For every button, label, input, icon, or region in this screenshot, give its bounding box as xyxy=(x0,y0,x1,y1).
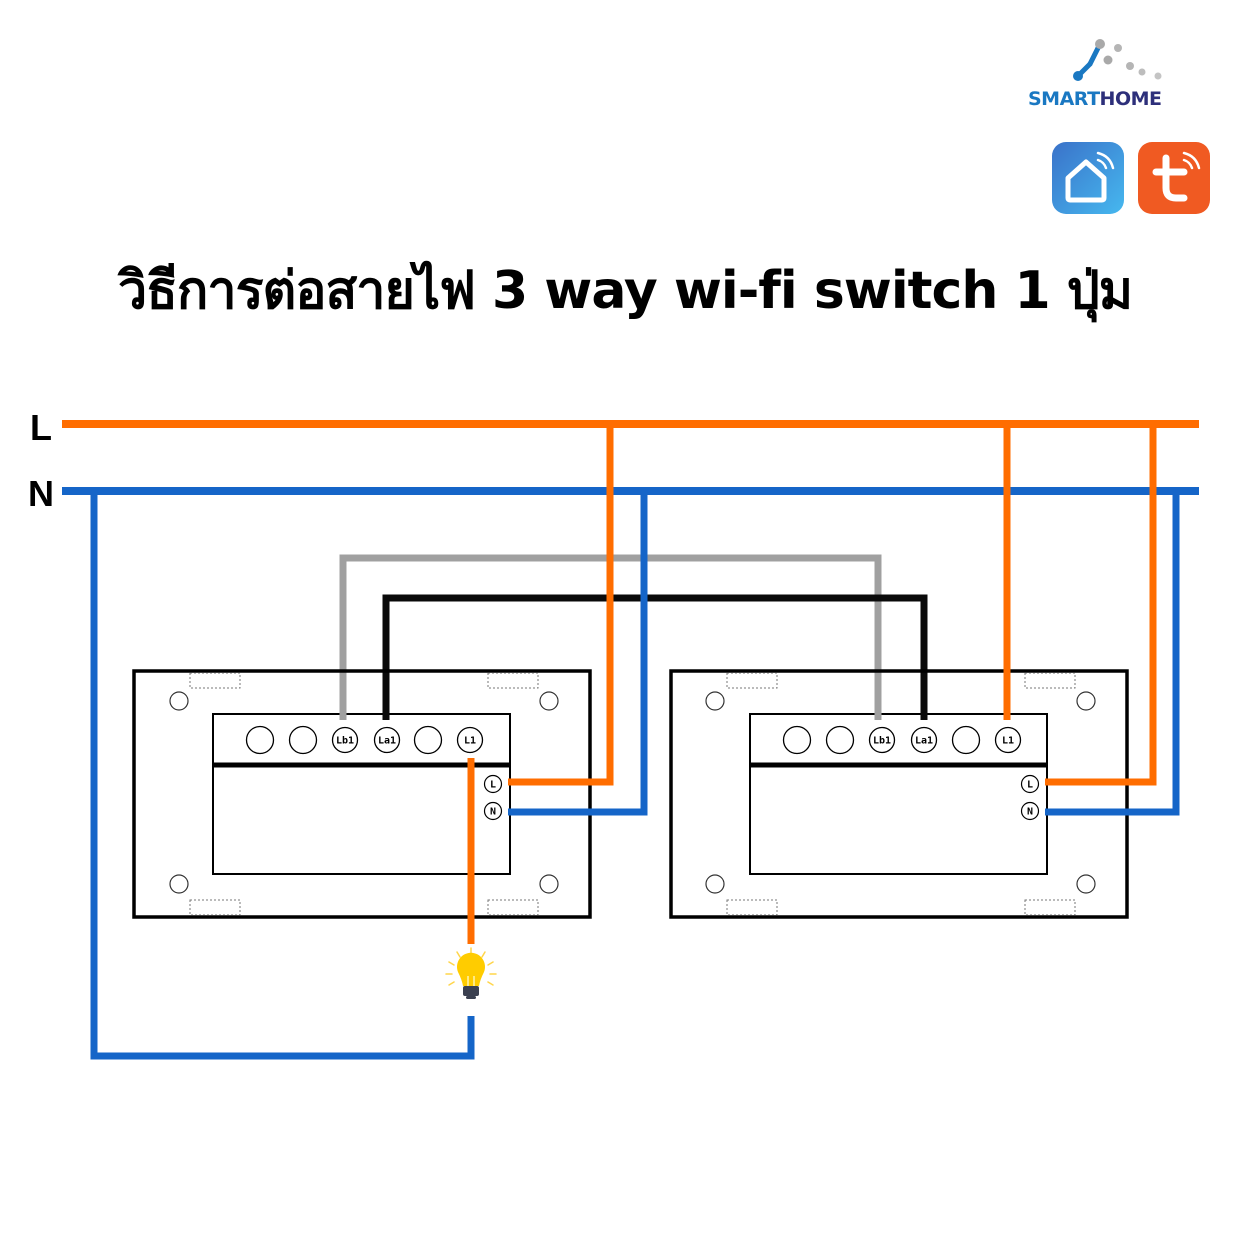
switch-2-neutral-feed xyxy=(1045,491,1180,816)
traveler-wire-la1 xyxy=(382,594,928,720)
brand-name: SMARTHOME xyxy=(1028,88,1208,110)
switch-2 xyxy=(669,669,1129,919)
switch-1-terminal-la1 xyxy=(373,726,401,754)
light-bulb-icon xyxy=(445,947,497,999)
switch-1-terminal-label: N xyxy=(490,807,496,818)
switch-2-terminal-label: La1 xyxy=(915,736,933,747)
screw-hole-icon xyxy=(705,691,725,711)
switch-1 xyxy=(132,669,592,919)
switch-2-terminal-label: Lb1 xyxy=(873,736,891,747)
smart-life-app-icon xyxy=(1052,142,1124,214)
switch-1-terminal-n xyxy=(483,801,503,821)
switch-1-live-feed xyxy=(508,424,614,786)
switch-1-neutral-feed xyxy=(508,491,648,816)
tuya-app-icon xyxy=(1138,142,1210,214)
screw-hole-icon xyxy=(539,691,559,711)
live-line-label: L xyxy=(30,407,52,448)
switch-1-terminal-label: Lb1 xyxy=(336,736,354,747)
screw-hole-icon xyxy=(1076,691,1096,711)
switch-2-terminal-n xyxy=(1020,801,1040,821)
switch-2-terminal-empty xyxy=(825,725,855,755)
switch-1-terminal-l1 xyxy=(456,726,484,754)
switch-2-terminal-l1 xyxy=(994,726,1022,754)
brand-home: HOME xyxy=(1099,88,1162,110)
page-title: วิธีการต่อสายไฟ 3 way wi-fi switch 1 ปุ่… xyxy=(117,261,1133,321)
switch-2-terminal-label: N xyxy=(1027,807,1033,818)
screw-hole-icon xyxy=(539,874,559,894)
switch-1-terminal-label: La1 xyxy=(378,736,396,747)
switch-1-terminal-lb1 xyxy=(331,726,359,754)
switch-1-terminal-empty xyxy=(413,725,443,755)
switch-2-terminal-label: L1 xyxy=(1002,736,1014,747)
switch-1-backplate xyxy=(132,669,592,919)
switch-2-terminal-lb1 xyxy=(868,726,896,754)
switch-1-terminal-label: L xyxy=(490,780,496,791)
switch-2-live-feed xyxy=(1045,424,1157,786)
screw-hole-icon xyxy=(169,691,189,711)
screw-hole-icon xyxy=(169,874,189,894)
switch-2-terminal-empty xyxy=(782,725,812,755)
switch-2-terminal-l xyxy=(1020,774,1040,794)
brand-smart: SMART xyxy=(1028,88,1100,110)
neutral-line-label: N xyxy=(28,473,54,514)
switch-2-backplate xyxy=(669,669,1129,919)
neutral-return-to-lamp xyxy=(90,491,475,1060)
screw-hole-icon xyxy=(705,874,725,894)
switch-1-terminal-empty xyxy=(245,725,275,755)
switch-2-terminal-empty xyxy=(951,725,981,755)
switch-2-terminal-la1 xyxy=(910,726,938,754)
switch-1-terminal-l xyxy=(483,774,503,794)
screw-hole-icon xyxy=(1076,874,1096,894)
switch-1-terminal-empty xyxy=(288,725,318,755)
switch-2-terminal-label: L xyxy=(1027,780,1033,791)
switch-1-terminal-label: L1 xyxy=(464,736,476,747)
smart-home-logo-icon xyxy=(1073,39,1162,81)
